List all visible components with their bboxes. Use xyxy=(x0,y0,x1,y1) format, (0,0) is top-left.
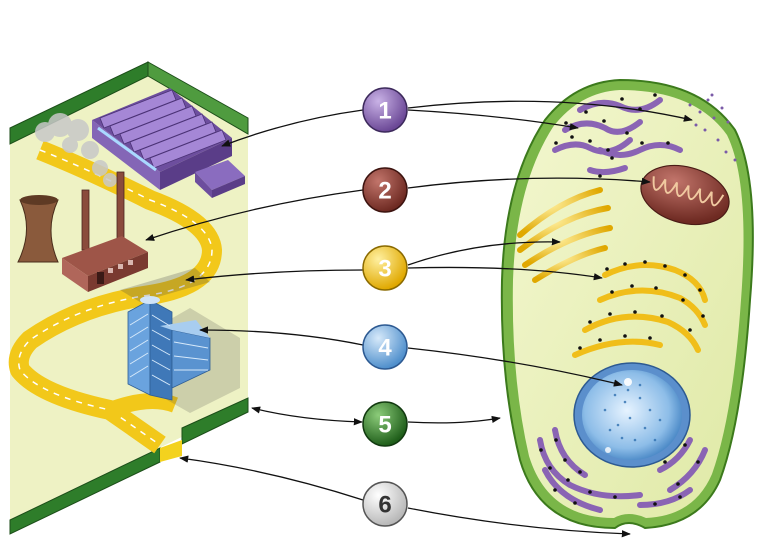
badge-4-number: 4 xyxy=(378,335,392,362)
smoke-cloud xyxy=(35,113,117,187)
factory-illustration xyxy=(8,61,249,535)
golgi-apparatus xyxy=(517,187,613,283)
factory-wall-front-right xyxy=(181,397,249,445)
badge-3-number: 3 xyxy=(378,256,391,283)
badge-6: 6 xyxy=(362,481,408,527)
badge-5: 5 xyxy=(362,401,408,447)
factory-building xyxy=(92,88,245,198)
cooling-tower xyxy=(17,195,59,263)
cell-illustration xyxy=(500,78,754,530)
badge-4: 4 xyxy=(362,324,408,370)
nucleus xyxy=(573,362,691,468)
power-plant xyxy=(62,171,148,292)
badge-2: 2 xyxy=(362,167,408,213)
office-tower xyxy=(127,296,240,413)
badge-6-number: 6 xyxy=(378,492,391,519)
connector-arrows xyxy=(145,100,693,538)
mitochondrion xyxy=(640,164,730,226)
badge-3: 3 xyxy=(362,245,408,291)
badge-2-number: 2 xyxy=(378,178,391,205)
badge-1-number: 1 xyxy=(378,98,391,125)
badge-5-number: 5 xyxy=(378,412,391,439)
free-ribosomes xyxy=(688,93,737,162)
rough-er-bottom xyxy=(537,427,708,513)
factory-gate xyxy=(160,440,182,462)
factory-wall-right xyxy=(147,61,249,135)
badge-1: 1 xyxy=(362,87,408,133)
